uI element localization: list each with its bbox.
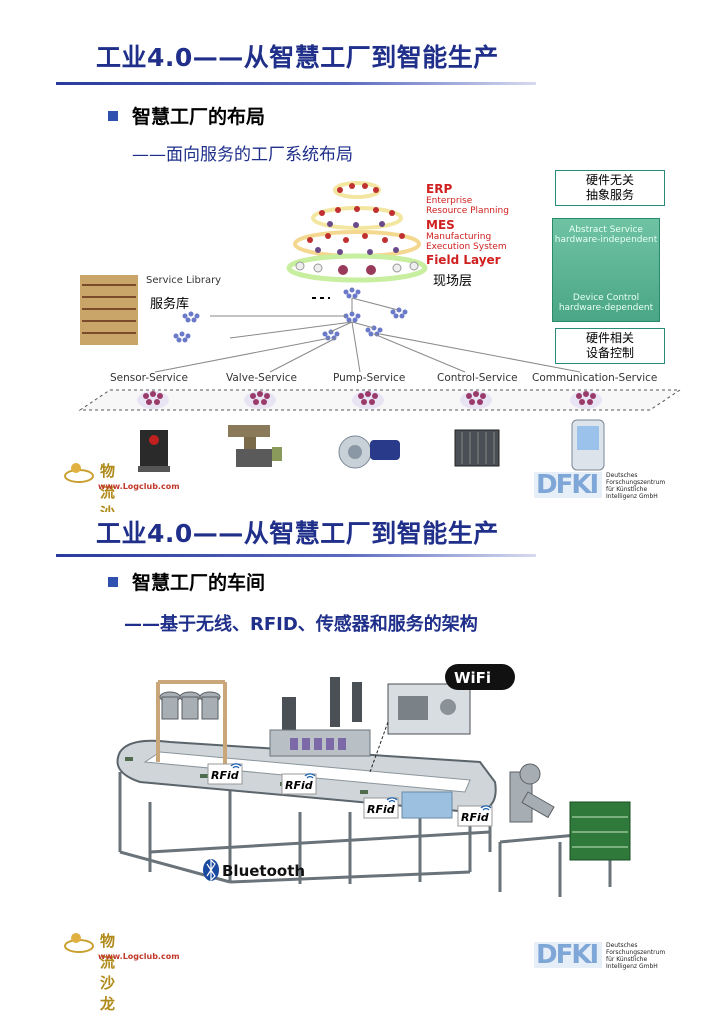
mes-sub1: Manufacturing bbox=[426, 232, 491, 242]
rfid-tag-label-2: RFid bbox=[285, 779, 313, 792]
hardware-dependent-label: hardware-dependent bbox=[553, 303, 659, 313]
erp-sub1: Enterprise bbox=[426, 196, 472, 206]
communication-service-label: Communication-Service bbox=[532, 372, 657, 384]
dfki-name-line1: Deutsches bbox=[606, 942, 638, 949]
dfki-name-line3: für Künstliche bbox=[606, 486, 647, 493]
hardware-dependent-cn-box: 硬件相关 设备控制 bbox=[555, 328, 665, 364]
sensor-service-label: Sensor-Service bbox=[110, 372, 188, 384]
logclub-swoosh-icon bbox=[64, 928, 94, 958]
logclub-logo: 物流沙龙 www.Logclub.com bbox=[64, 458, 94, 492]
slide-layout: 工业4.0——从智慧工厂到智能生产 智慧工厂的布局 ——面向服务的工厂系统布局 bbox=[0, 0, 724, 512]
dfki-name-line2: Forschungszentrum bbox=[606, 479, 665, 486]
hardware-independent-label: hardware-independent bbox=[553, 235, 659, 245]
dfki-name-line3: für Künstliche bbox=[606, 956, 647, 963]
rfid-tag-label-4: RFid bbox=[461, 811, 489, 824]
mes-label: MES bbox=[426, 218, 455, 232]
logclub-name: 物流沙龙 bbox=[100, 930, 118, 1014]
field-layer-cn-label: 现场层 bbox=[433, 270, 472, 289]
hardware-independent-cn-box: 硬件无关 抽象服务 bbox=[555, 170, 665, 206]
valve-service-label: Valve-Service bbox=[226, 372, 297, 384]
dfki-name-line4: Intelligenz GmbH bbox=[606, 963, 658, 970]
service-library-label: Service Library bbox=[146, 275, 221, 286]
device-control-label: Device Control bbox=[553, 293, 659, 303]
dfki-name-line4: Intelligenz GmbH bbox=[606, 493, 658, 500]
logclub-logo: 物流沙龙 www.Logclub.com bbox=[64, 928, 94, 962]
rfid-tag-label-1: RFid bbox=[211, 769, 239, 782]
hw-dependent-cn-line2: 设备控制 bbox=[560, 346, 660, 361]
pump-service-label: Pump-Service bbox=[333, 372, 405, 384]
rfid-tag-label-3: RFid bbox=[367, 803, 395, 816]
dfki-logo: DFKI Deutsches Forschungszentrum für Kün… bbox=[534, 470, 674, 504]
dfki-name-line1: Deutsches bbox=[606, 472, 638, 479]
dfki-letters: DFKI bbox=[536, 940, 597, 970]
wifi-label: WiFi bbox=[454, 669, 491, 687]
logclub-url: www.Logclub.com bbox=[98, 482, 180, 491]
erp-sub2: Resource Planning bbox=[426, 206, 509, 216]
logclub-url: www.Logclub.com bbox=[98, 952, 180, 961]
hw-independent-cn-line1: 硬件无关 bbox=[560, 173, 660, 188]
field-layer-label: Field Layer bbox=[426, 253, 501, 267]
hw-dependent-cn-line1: 硬件相关 bbox=[560, 331, 660, 346]
slide-workshop: 工业4.0——从智慧工厂到智能生产 智慧工厂的车间 ——基于无线、RFID、传感… bbox=[0, 512, 724, 1024]
dfki-name-line2: Forschungszentrum bbox=[606, 949, 665, 956]
dfki-letters: DFKI bbox=[536, 470, 597, 500]
abstract-service-label: Abstract Service bbox=[553, 225, 659, 235]
mes-sub2: Execution System bbox=[426, 242, 507, 252]
hw-independent-cn-line2: 抽象服务 bbox=[560, 188, 660, 203]
abstraction-panel: Abstract Service hardware-independent De… bbox=[552, 218, 660, 322]
service-library-cn-label: 服务库 bbox=[150, 293, 189, 312]
control-service-label: Control-Service bbox=[437, 372, 518, 384]
dfki-logo: DFKI Deutsches Forschungszentrum für Kün… bbox=[534, 940, 674, 974]
logclub-swoosh-icon bbox=[64, 458, 94, 488]
bluetooth-label: Bluetooth bbox=[222, 862, 305, 880]
erp-label: ERP bbox=[426, 182, 452, 196]
